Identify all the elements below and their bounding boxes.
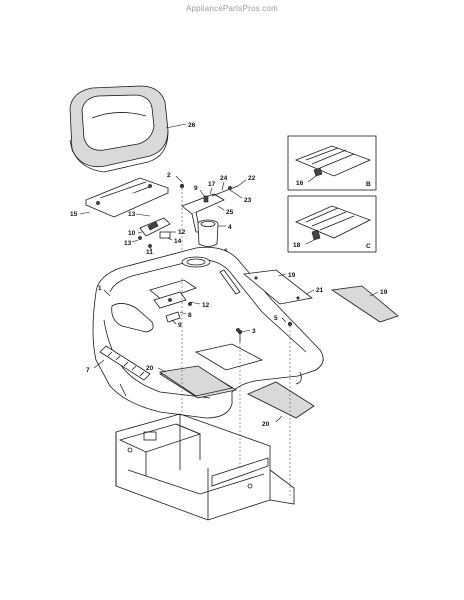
mat-loose-part[interactable] [330,285,399,323]
seat-part[interactable] [69,85,169,173]
bolt-5-part[interactable] [287,321,293,354]
callout-10: 10 [128,230,136,237]
callout-2: 2 [167,172,171,179]
callout-19a: 19 [288,272,296,279]
callout-11: 11 [146,249,153,256]
callout-19b: 19 [380,289,388,296]
shift-plate-part[interactable] [153,291,187,323]
seat-switch-bracket-part[interactable] [179,183,239,278]
seat-bracket-part[interactable] [84,177,170,218]
callout-20b: 20 [262,421,270,428]
callout-9b: 9 [178,322,182,329]
callout-12b: 12 [202,302,210,309]
callout-21: 21 [316,287,324,294]
callout-7: 7 [86,367,90,374]
fender-mat-part[interactable] [243,269,313,305]
callout-25: 25 [226,209,234,216]
inset-c-label: C [366,243,371,250]
callout-1: 1 [98,285,102,292]
callout-22: 22 [248,175,256,182]
inset-b-box[interactable]: 16 B [287,135,377,191]
bolt-3-part[interactable] [237,329,243,342]
watermark-text: AppliancePartsPros.com [186,4,278,13]
callout-5: 5 [274,315,278,322]
callout-17: 17 [208,181,216,188]
callout-8: 8 [188,312,192,319]
foot-pad-left-part[interactable] [158,365,234,397]
foot-pad-right-part[interactable] [247,381,315,419]
callout-14: 14 [174,238,182,245]
callout-15: 15 [70,211,78,218]
callout-20a: 20 [146,365,154,372]
inset-c-box[interactable]: 18 C [287,195,377,253]
callout-13a: 13 [128,211,136,218]
spring-strip-part[interactable] [99,345,151,381]
callout-26: 26 [188,122,196,129]
callout-4: 4 [228,224,232,231]
inset-b-label: B [366,181,371,188]
callout-23: 23 [244,197,252,204]
cup-holder-part[interactable] [197,219,219,247]
seat-adjust-lever-part[interactable] [138,217,171,248]
callout-16: 16 [296,180,304,187]
callout-18: 18 [293,242,301,249]
frame-chassis-part[interactable] [115,278,295,521]
callout-13b: 13 [124,240,132,247]
callout-24: 24 [220,175,228,182]
callout-3: 3 [252,328,256,335]
callout-9a: 9 [194,185,198,192]
